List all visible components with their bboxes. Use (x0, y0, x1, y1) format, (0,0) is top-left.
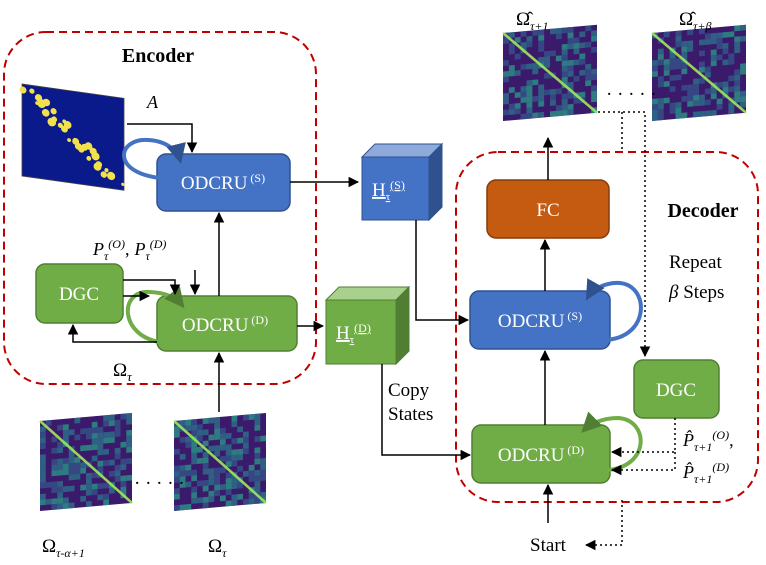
decoder-p-hat-o-label: P̂τ+1(O), (682, 428, 734, 454)
encoder-p-labels: Pτ(O),Pτ(D) (92, 237, 166, 263)
decoder-odcru-s-sup: (S) (567, 309, 582, 323)
decoder-odcru-s-label: ODCRU (498, 311, 565, 332)
svg-text:Hτ(S): Hτ(S) (372, 178, 405, 203)
decoder-dotted-arrows (584, 111, 676, 551)
output-matrix-2-image (651, 24, 747, 121)
hidden-state-d-cube: Hτ(D) (324, 285, 411, 366)
hidden-state-s-label: H (372, 180, 386, 201)
encoder-odcru-d-box: ODCRU(D) (156, 295, 298, 352)
copy-states-line2: States (388, 404, 433, 425)
hidden-state-s-cube: Hτ(S) (360, 142, 444, 222)
encoder-odcru-s-box: ODCRU(S) (156, 153, 291, 212)
encoder-dgc-box: DGC (35, 263, 124, 324)
output-matrix-1-image (502, 24, 598, 121)
input-omega-first-label: Ωτ-α+1 (42, 536, 85, 560)
hidden-state-arrows (381, 220, 472, 461)
encoder-arrows (67, 123, 360, 412)
output-omega-hat-1-label: Ω̂τ+1 (516, 9, 549, 33)
svg-text:Hτ(D): Hτ(D) (336, 321, 371, 346)
svg-text:ODCRU(D): ODCRU(D) (182, 313, 268, 336)
input-ellipsis: · · · · · (134, 473, 185, 494)
decoder-arrows (539, 136, 554, 523)
repeat-line1: Repeat (669, 252, 722, 273)
decoder-odcru-d-label: ODCRU (498, 445, 565, 466)
copy-states-line1: Copy (388, 380, 430, 401)
decoder-odcru-d-recurrent-arrow (581, 411, 643, 472)
decoder-fc-label: FC (536, 200, 559, 221)
encoder-odcru-s-label: ODCRU (181, 173, 248, 194)
svg-text:ODCRU(D): ODCRU(D) (498, 443, 584, 466)
encoder-region (3, 31, 317, 385)
encoder-odcru-d-sup: (D) (251, 313, 268, 327)
output-omega-hat-2-label: Ω̂τ+β (679, 9, 712, 33)
decoder-odcru-s-recurrent-arrow (586, 278, 643, 342)
decoder-fc-box: FC (486, 179, 610, 239)
adjacency-label: A (146, 92, 159, 112)
decoder-odcru-d-box: ODCRU(D) (471, 424, 611, 484)
decoder-odcru-d-sup: (D) (567, 443, 584, 457)
input-matrix-first-image (39, 412, 133, 511)
encoder-title: Encoder (122, 45, 194, 67)
decoder-dgc-box: DGC (633, 359, 720, 419)
decoder-odcru-s-box: ODCRU(S) (469, 290, 611, 350)
input-matrix-last-image (173, 412, 267, 512)
encoder-odcru-d-label: ODCRU (182, 315, 249, 336)
encoder-dgc-label: DGC (59, 284, 99, 305)
encoder-odcru-s-recurrent-arrow (122, 137, 186, 180)
output-ellipsis: · · · · · (606, 84, 657, 105)
encoder-omega-label: Ωτ (113, 360, 133, 384)
decoder-title: Decoder (667, 200, 738, 222)
decoder-p-hat-d-label: P̂τ+1(D) (682, 460, 729, 486)
adjacency-matrix-image (19, 83, 125, 191)
repeat-line2: β Steps (668, 282, 724, 303)
decoder-dgc-label: DGC (656, 380, 696, 401)
start-label: Start (530, 535, 567, 556)
svg-text:ODCRU(S): ODCRU(S) (181, 171, 265, 194)
decoder-region (455, 151, 759, 503)
svg-text:ODCRU(S): ODCRU(S) (498, 309, 582, 332)
hidden-state-d-label: H (336, 323, 350, 344)
encoder-odcru-s-sup: (S) (250, 171, 265, 185)
input-omega-last-label: Ωτ (208, 536, 227, 560)
